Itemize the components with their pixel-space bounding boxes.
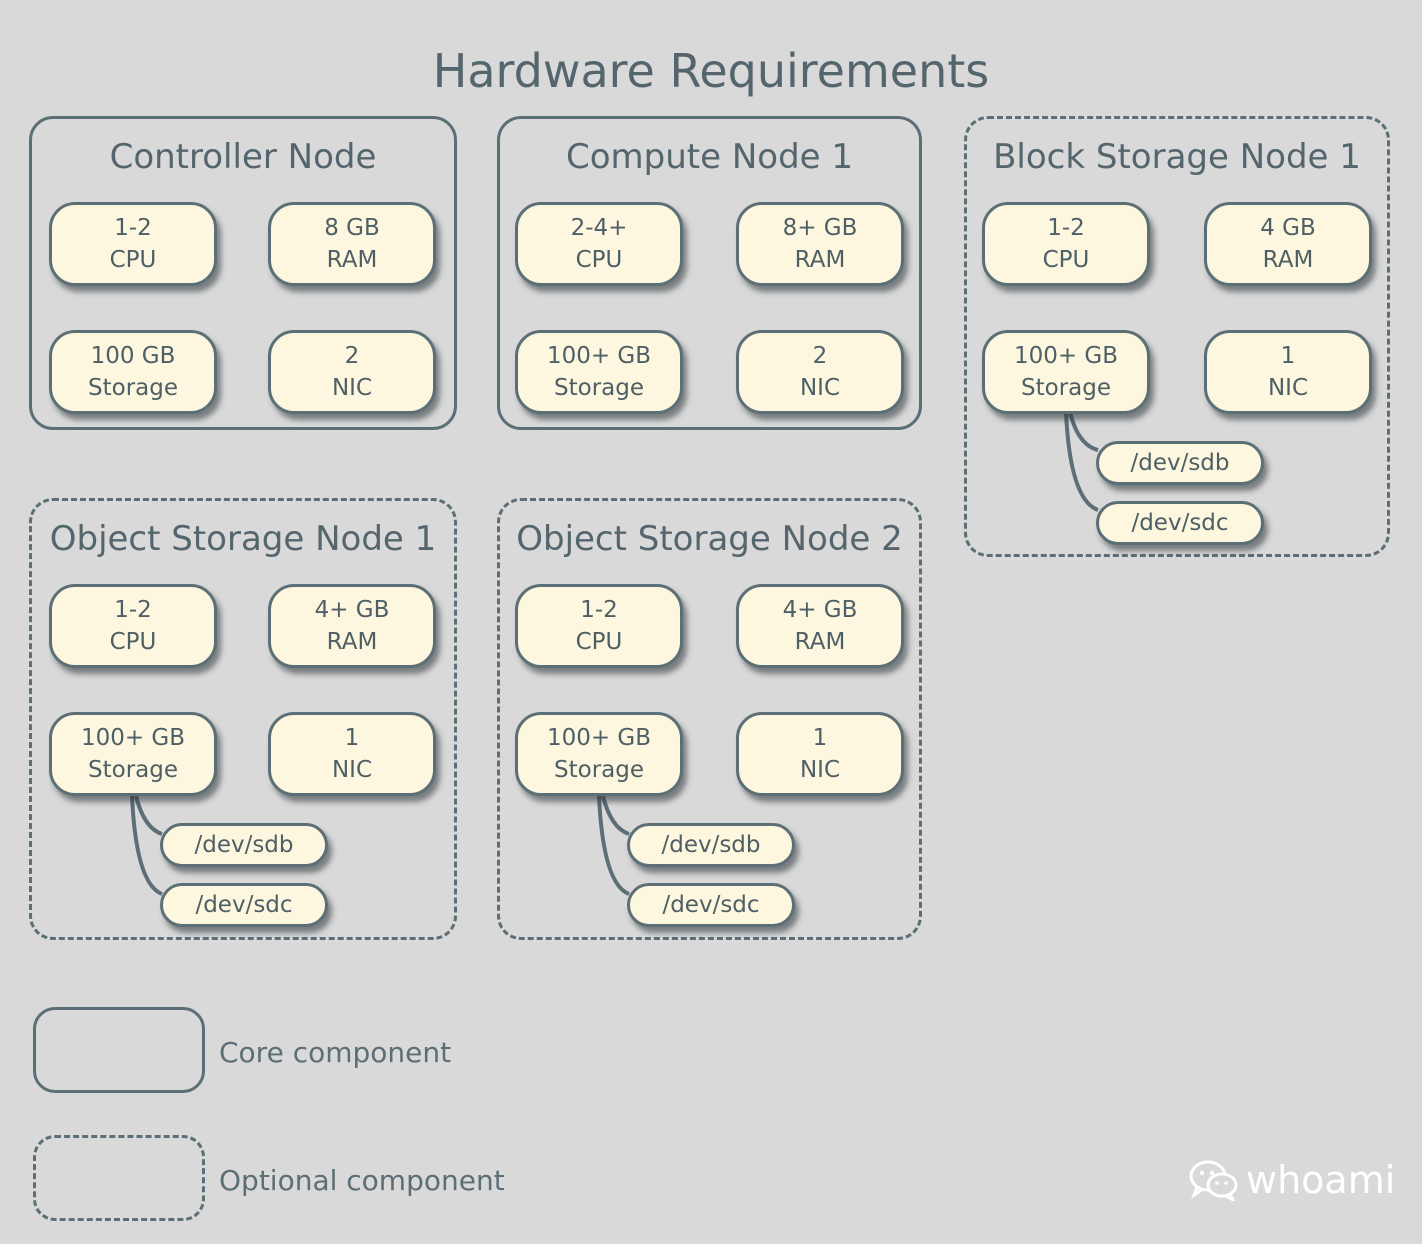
ram-unit: RAM <box>326 629 378 655</box>
storage-value: 100+ GB <box>1013 343 1119 369</box>
cpu-box: 2-4+ CPU <box>515 202 683 286</box>
cpu-unit: CPU <box>109 629 157 655</box>
storage-value: 100+ GB <box>546 343 652 369</box>
disk-sdb: /dev/sdb <box>160 823 328 867</box>
nic-value: 1 <box>1280 343 1296 369</box>
nic-box: 1 NIC <box>1204 330 1372 414</box>
ram-unit: RAM <box>326 247 378 273</box>
cpu-value: 1-2 <box>1047 215 1085 241</box>
ram-box: 8+ GB RAM <box>736 202 904 286</box>
ram-unit: RAM <box>1262 247 1314 273</box>
ram-box: 4+ GB RAM <box>736 584 904 668</box>
watermark-text: whoami <box>1246 1158 1396 1202</box>
storage-value: 100 GB <box>90 343 176 369</box>
ram-box: 4 GB RAM <box>1204 202 1372 286</box>
node-title: Controller Node <box>109 137 377 177</box>
cpu-unit: CPU <box>575 629 623 655</box>
nic-box: 1 NIC <box>268 712 436 796</box>
cpu-box: 1-2 CPU <box>49 584 217 668</box>
object-storage-node-1: Object Storage Node 1 1-2 CPU 4+ GB RAM … <box>29 498 457 940</box>
nic-value: 2 <box>812 343 828 369</box>
storage-box: 100+ GB Storage <box>982 330 1150 414</box>
cpu-value: 1-2 <box>580 597 618 623</box>
ram-value: 4+ GB <box>314 597 390 623</box>
ram-value: 8+ GB <box>782 215 858 241</box>
cpu-unit: CPU <box>1042 247 1090 273</box>
ram-box: 4+ GB RAM <box>268 584 436 668</box>
block-storage-node: Block Storage Node 1 1-2 CPU 4 GB RAM 10… <box>964 116 1390 557</box>
storage-box: 100+ GB Storage <box>515 712 683 796</box>
node-title: Block Storage Node 1 <box>993 137 1361 177</box>
storage-value: 100+ GB <box>80 725 186 751</box>
wechat-icon <box>1189 1160 1238 1201</box>
disk-sdb: /dev/sdb <box>1096 441 1264 485</box>
nic-unit: NIC <box>799 375 841 401</box>
cpu-unit: CPU <box>109 247 157 273</box>
storage-box: 100+ GB Storage <box>515 330 683 414</box>
disk-sdc: /dev/sdc <box>627 883 795 927</box>
storage-box: 100+ GB Storage <box>49 712 217 796</box>
node-title: Object Storage Node 2 <box>516 519 903 559</box>
nic-unit: NIC <box>799 757 841 783</box>
storage-unit: Storage <box>1021 375 1111 401</box>
object-storage-node-2: Object Storage Node 2 1-2 CPU 4+ GB RAM … <box>497 498 922 940</box>
legend-optional-label: Optional component <box>219 1164 505 1197</box>
ram-value: 4 GB <box>1260 215 1316 241</box>
ram-unit: RAM <box>794 247 846 273</box>
legend-core-label: Core component <box>219 1036 452 1069</box>
storage-value: 100+ GB <box>546 725 652 751</box>
cpu-value: 1-2 <box>114 597 152 623</box>
page-title: Hardware Requirements <box>432 44 990 98</box>
cpu-box: 1-2 CPU <box>515 584 683 668</box>
ram-unit: RAM <box>794 629 846 655</box>
ram-value: 4+ GB <box>782 597 858 623</box>
controller-node: Controller Node 1-2 CPU 8 GB RAM 100 GB … <box>29 116 457 430</box>
ram-value: 8 GB <box>324 215 380 241</box>
nic-unit: NIC <box>331 757 373 783</box>
nic-value: 1 <box>344 725 360 751</box>
nic-box: 2 NIC <box>736 330 904 414</box>
disk-sdc: /dev/sdc <box>1096 501 1264 545</box>
storage-unit: Storage <box>88 375 178 401</box>
watermark: whoami <box>1188 1158 1395 1202</box>
nic-value: 1 <box>812 725 828 751</box>
nic-box: 1 NIC <box>736 712 904 796</box>
compute-node: Compute Node 1 2-4+ CPU 8+ GB RAM 100+ G… <box>497 116 922 430</box>
cpu-value: 2-4+ <box>570 215 628 241</box>
storage-unit: Storage <box>554 757 644 783</box>
storage-unit: Storage <box>88 757 178 783</box>
cpu-unit: CPU <box>575 247 623 273</box>
nic-unit: NIC <box>1267 375 1309 401</box>
nic-value: 2 <box>344 343 360 369</box>
legend-core-swatch <box>33 1007 205 1093</box>
ram-box: 8 GB RAM <box>268 202 436 286</box>
storage-unit: Storage <box>554 375 644 401</box>
nic-unit: NIC <box>331 375 373 401</box>
nic-box: 2 NIC <box>268 330 436 414</box>
cpu-box: 1-2 CPU <box>982 202 1150 286</box>
storage-box: 100 GB Storage <box>49 330 217 414</box>
cpu-value: 1-2 <box>114 215 152 241</box>
node-title: Compute Node 1 <box>565 137 854 177</box>
disk-sdc: /dev/sdc <box>160 883 328 927</box>
cpu-box: 1-2 CPU <box>49 202 217 286</box>
node-title: Object Storage Node 1 <box>49 519 437 559</box>
disk-sdb: /dev/sdb <box>627 823 795 867</box>
legend-optional-swatch <box>33 1135 205 1221</box>
